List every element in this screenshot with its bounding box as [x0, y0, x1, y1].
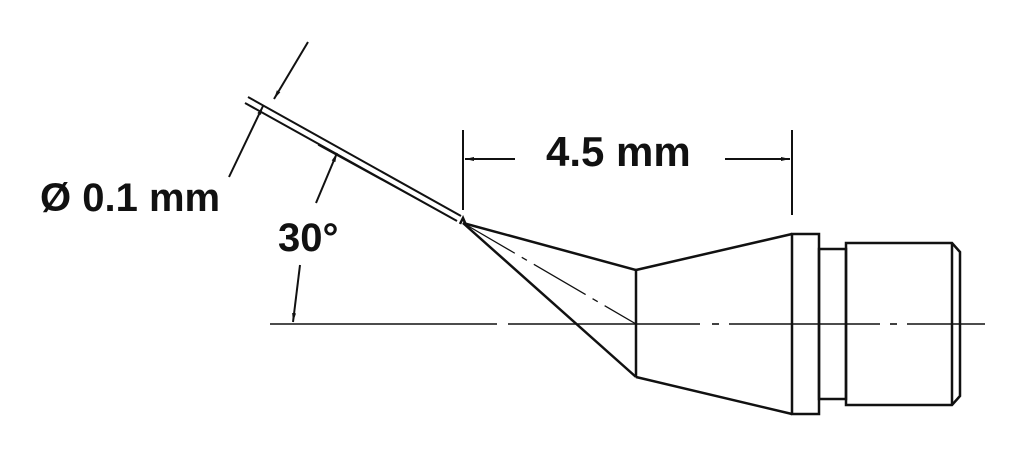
bent-cone	[458, 215, 638, 378]
angle-dimension	[292, 152, 338, 323]
diameter-dimension	[228, 41, 309, 178]
body-cone	[635, 232, 962, 416]
length-dimension	[462, 130, 793, 215]
diameter-label: Ø 0.1 mm	[40, 176, 221, 220]
needle-wire	[244, 96, 462, 222]
angle-label: 30°	[278, 216, 339, 260]
length-label: 4.5 mm	[546, 128, 691, 175]
